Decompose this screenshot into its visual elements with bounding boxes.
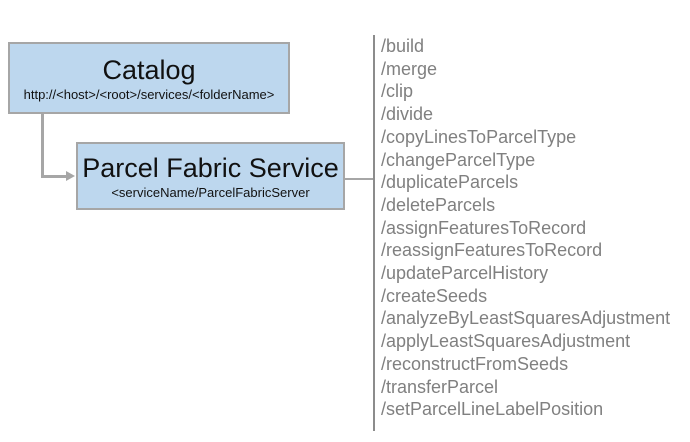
endpoint-item: /transferParcel [381, 376, 499, 397]
parcel-fabric-service-node: Parcel Fabric Service <serviceName/Parce… [76, 142, 345, 210]
endpoint-item: /assignFeaturesToRecord [381, 217, 587, 238]
endpoint-item: /setParcelLineLabelPosition [381, 399, 604, 420]
catalog-node-url: http://<host>/<root>/services/<folderNam… [23, 86, 275, 102]
catalog-node: Catalog http://<host>/<root>/services/<f… [8, 42, 290, 114]
arrow-right-icon [66, 171, 75, 181]
endpoint-item: /clip [381, 81, 414, 102]
endpoint-item: /duplicateParcels [381, 172, 519, 193]
service-node-url: <serviceName/ParcelFabricServer [111, 184, 310, 200]
endpoint-item: /applyLeastSquaresAdjustment [381, 331, 631, 352]
endpoint-item: /deleteParcels [381, 194, 496, 215]
endpoint-item: /reassignFeaturesToRecord [381, 240, 603, 261]
service-node-title: Parcel Fabric Service [82, 152, 339, 183]
endpoint-item: /analyzeByLeastSquaresAdjustment [381, 308, 671, 329]
catalog-to-service-connector-vertical [41, 113, 44, 177]
endpoint-list-divider [373, 35, 375, 431]
service-to-endpoints-connector [345, 178, 373, 180]
catalog-to-service-connector-horizontal [41, 175, 68, 178]
endpoint-item: /copyLinesToParcelType [381, 126, 577, 147]
catalog-node-title: Catalog [102, 54, 196, 85]
endpoint-item: /merge [381, 58, 438, 79]
endpoint-item: /build [381, 36, 425, 56]
endpoint-item: /divide [381, 104, 434, 125]
endpoint-item: /changeParcelType [381, 149, 536, 170]
endpoint-item: /createSeeds [381, 285, 488, 306]
endpoint-item: /reconstructFromSeeds [381, 353, 569, 374]
endpoint-item: /updateParcelHistory [381, 263, 549, 284]
endpoint-list: /build/merge/clip/divide/copyLinesToParc… [381, 35, 686, 421]
